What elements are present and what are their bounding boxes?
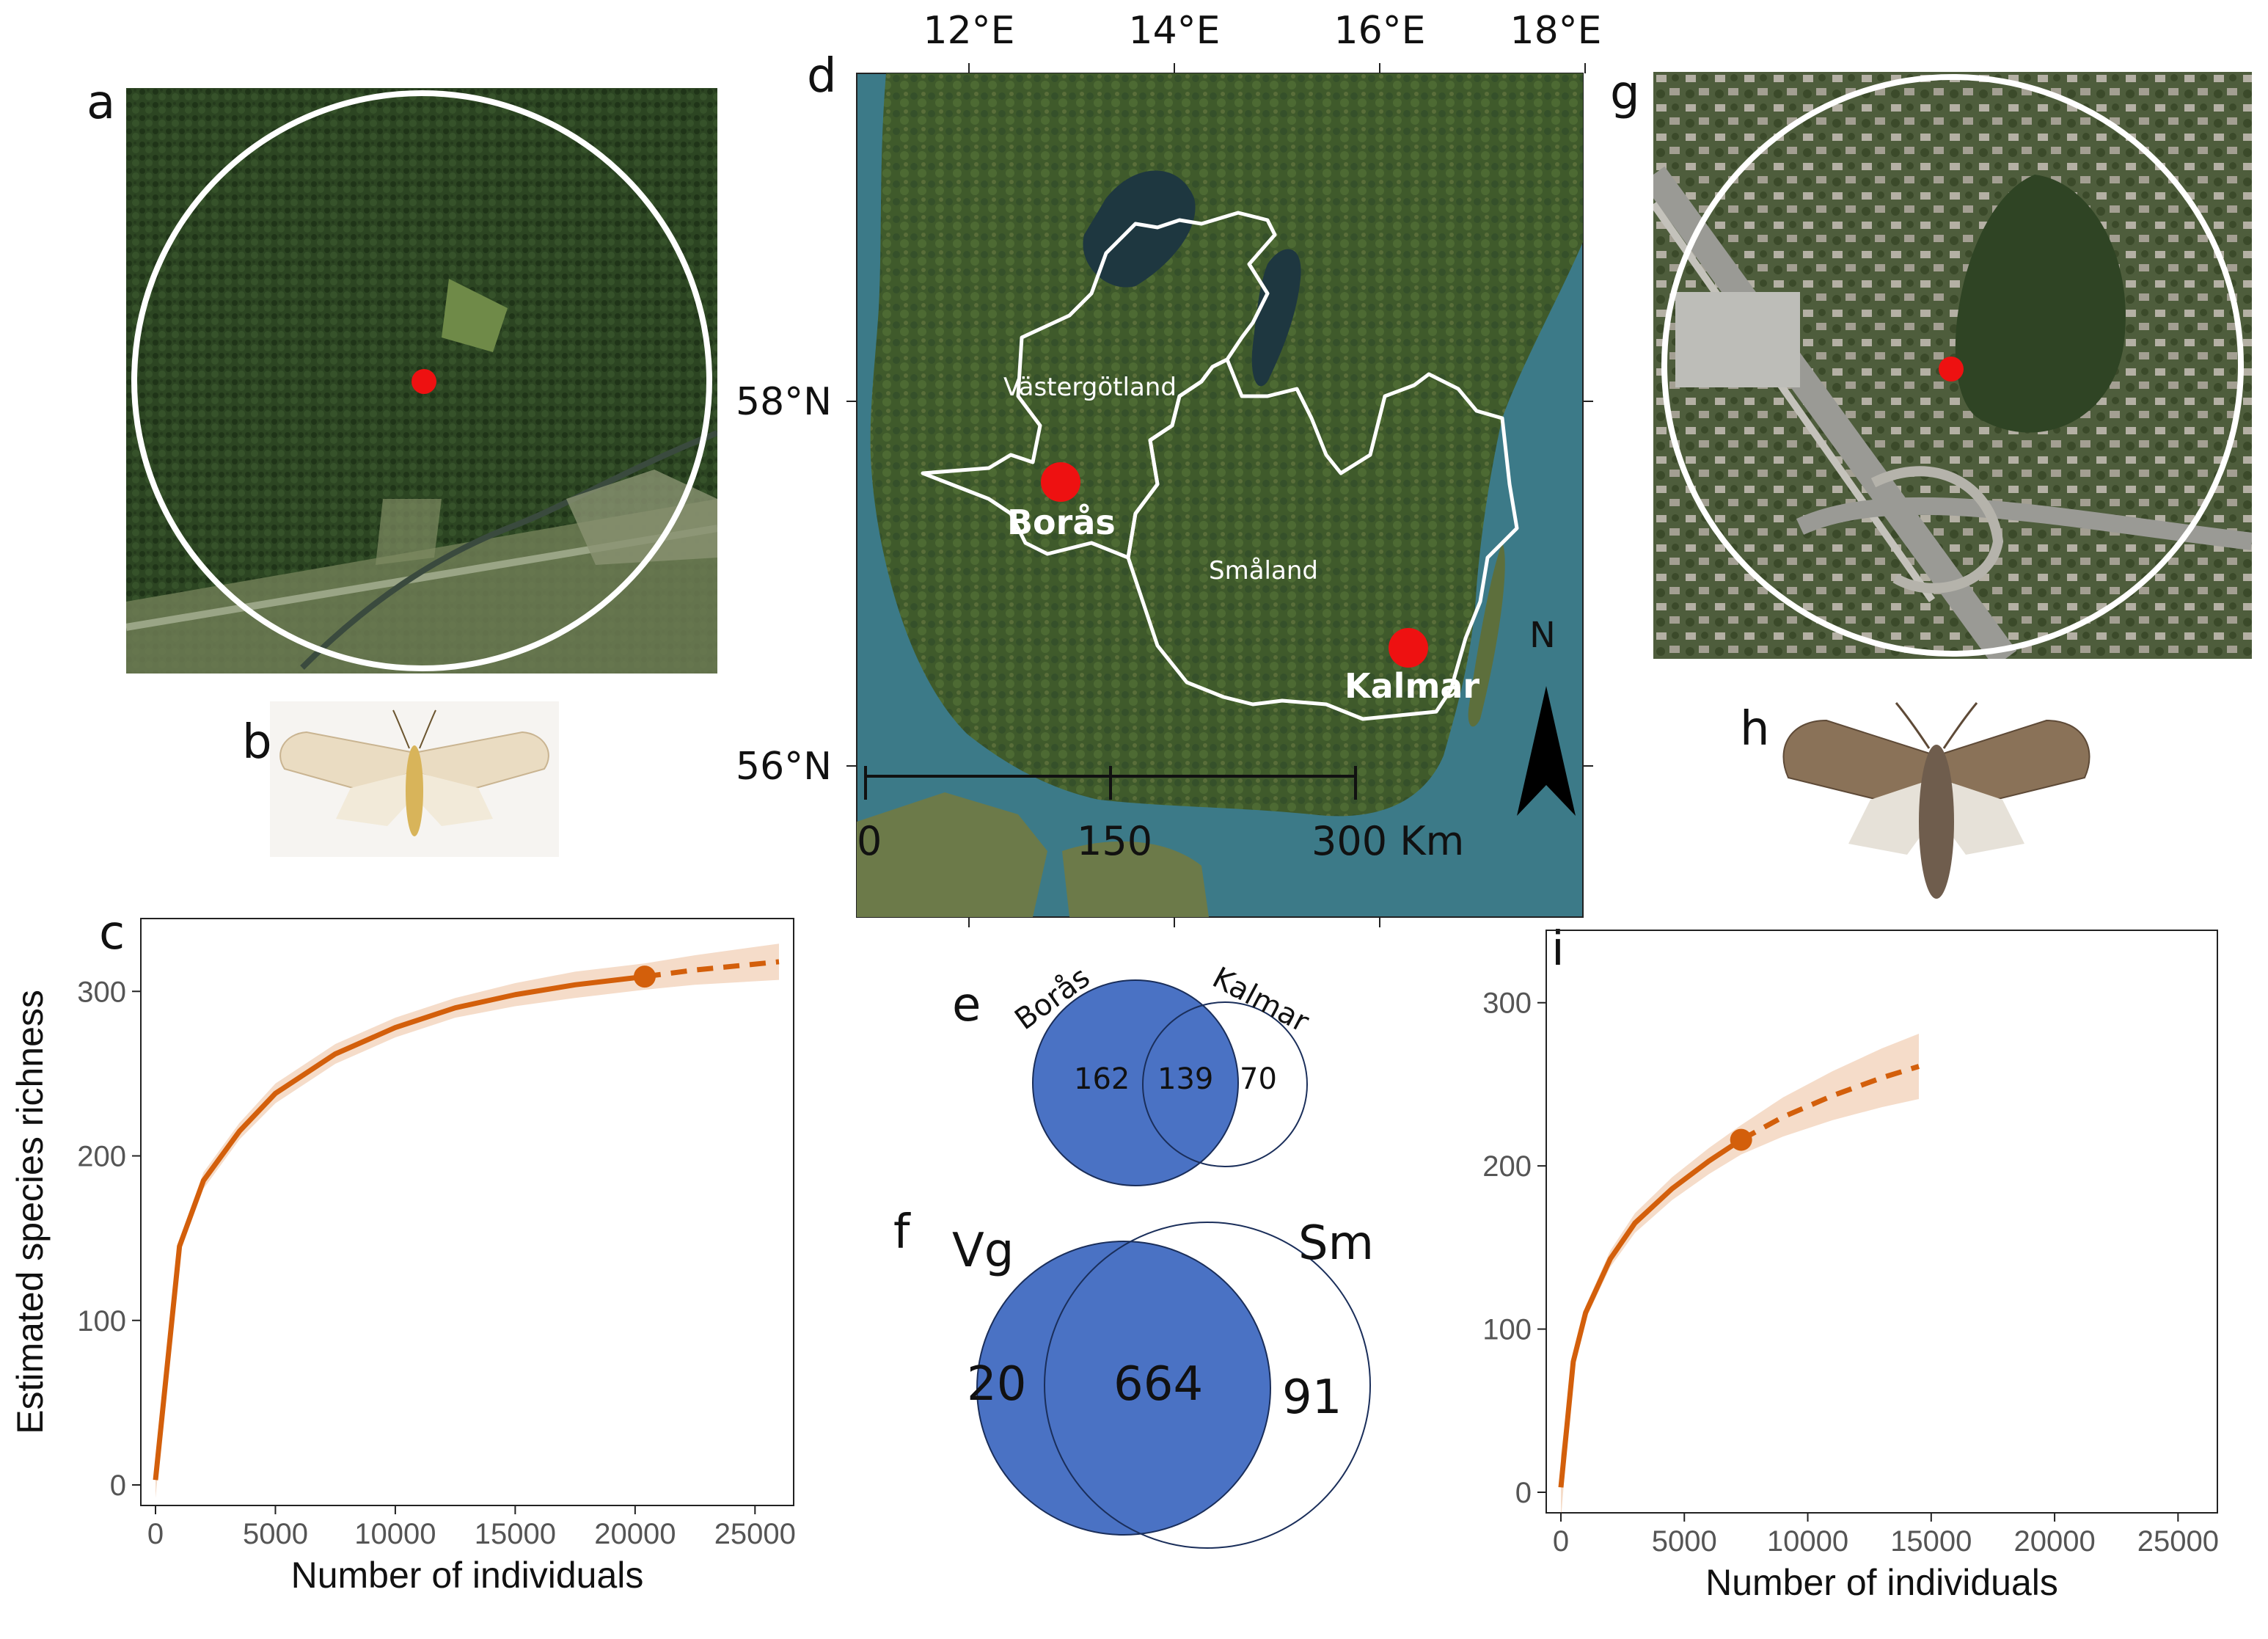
panel-letter-i: i [1551,922,1565,977]
chart-i: 0 5000 10000 15000 20000 25000 0 100 200 300Numbe… [1482,930,2219,1603]
site-label-boras: Borås [1007,503,1116,542]
scalebar-label-150: 150 [1077,818,1153,864]
panel-letter-b: b [242,715,272,770]
venn-value-kalmar-only: 70 [1240,1062,1277,1096]
lat-tick-56: 56°N [736,745,833,789]
y-tick-label-i: 300 [1482,988,1532,1020]
x-tick-label-i: 0 [1553,1525,1569,1558]
extrapolated-line-c [644,959,780,979]
region-label-smaland: Småland [1209,556,1318,585]
y-tick-label-c: 200 [77,1141,126,1173]
panel-letter-e: e [952,978,981,1032]
panel-letter-c: c [99,906,125,960]
interpolated-line-c [153,974,645,1481]
panel-letter-g: g [1610,66,1640,120]
north-label: N [1529,615,1556,656]
region-label-vastergotland: Västergötland [1003,373,1177,402]
x-tick-label-c: 0 [147,1518,164,1550]
x-tick-label-c: 25000 [714,1518,796,1550]
venn-value-regions-shared: 664 [1113,1357,1204,1412]
x-tick-label-c: 15000 [475,1518,556,1550]
interpolated-line-i [1558,1137,1743,1488]
lon-tick-14: 14°E [1128,9,1221,53]
venn-label-boras: Borås [1009,960,1097,1037]
moth-specimen-dark [1768,697,2105,910]
satellite-urban-site [1653,72,2252,659]
lon-tick-16: 16°E [1334,9,1426,53]
site-dot-kalmar [1389,628,1428,668]
moth-specimen-pale [270,701,559,857]
site-label-kalmar: Kalmar [1345,666,1480,706]
x-axis-label-i: Number of individuals [1705,1562,2058,1603]
plot-frame-i [1545,930,2218,1514]
y-axis-label-c: Estimated species richness [10,990,51,1434]
plot-frame-c [140,918,794,1506]
venn-label-vg: Vg [952,1224,1014,1278]
panel-letter-h: h [1740,702,1770,756]
x-tick-label-c: 5000 [243,1518,308,1550]
x-tick-label-c: 10000 [354,1518,436,1550]
x-tick-label-i: 25000 [2137,1525,2219,1558]
y-tick-label-c: 100 [77,1305,126,1337]
y-tick-label-i: 0 [1515,1477,1532,1509]
x-tick-label-i: 10000 [1767,1525,1848,1558]
y-tick-label-i: 200 [1482,1150,1532,1183]
venn-label-sm: Sm [1298,1216,1374,1271]
x-axis-label-c: Number of individuals [291,1555,644,1596]
x-tick-label-i: 20000 [2013,1525,2095,1558]
lon-tick-18: 18°E [1510,9,1602,53]
x-tick-label-c: 20000 [594,1518,676,1550]
panel-letter-a: a [87,76,116,130]
venn-value-sm-only: 91 [1282,1370,1342,1425]
venn-value-shared: 139 [1157,1062,1214,1096]
y-tick-label-c: 300 [77,976,126,1008]
y-tick-label-c: 0 [110,1470,126,1502]
north-arrow-icon [1517,686,1576,816]
chart-c: 0 5000 10000 15000 20000 25000 0 100 200 300Numbe… [10,918,796,1596]
confidence-band-c [156,943,779,1498]
lat-tick-58: 58°N [736,380,833,424]
observed-point-c [633,965,656,988]
satellite-rural-site [126,88,717,674]
site-dot-boras [1041,462,1080,502]
lon-tick-12: 12°E [923,9,1015,53]
scalebar-label-300km: 300 Km [1312,818,1465,864]
confidence-band-i [1561,1033,1919,1520]
venn-value-boras-only: 162 [1074,1062,1130,1096]
map-southern-sweden: 12°E 14°E 16°E 18°E 58°N 56°N Västergötl… [736,9,2268,927]
panel-letter-f: f [893,1205,910,1260]
panel-letter-d: d [807,49,837,103]
venn-label-kalmar: Kalmar [1207,960,1314,1040]
venn-value-vg-only: 20 [967,1357,1027,1412]
x-tick-label-i: 5000 [1652,1525,1717,1558]
x-tick-label-i: 15000 [1890,1525,1972,1558]
observed-point-i [1730,1128,1752,1151]
y-tick-label-i: 100 [1482,1314,1532,1346]
scalebar-label-0: 0 [857,818,882,864]
extrapolated-line-i [1739,1064,1920,1142]
